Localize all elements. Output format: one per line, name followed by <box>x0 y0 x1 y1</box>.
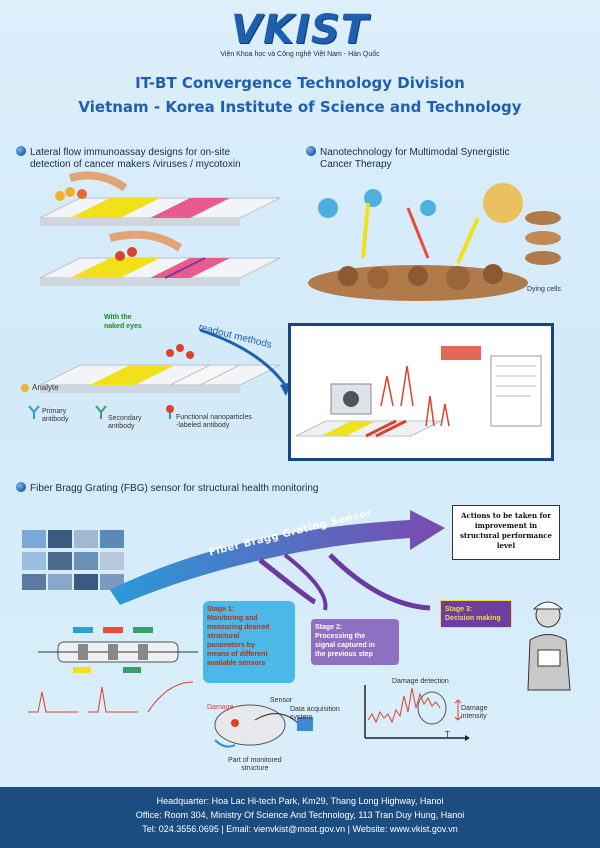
readout-methods-panel <box>288 323 554 461</box>
damage-label: Damage <box>207 704 234 711</box>
stage3-box: Stage 3: Decision making <box>440 600 512 628</box>
bullet-icon <box>16 482 26 492</box>
footer-contact: Tel: 024.3556.0695 | Email: vienvkist@mo… <box>142 824 458 834</box>
readout-instruments-illustration <box>295 346 542 438</box>
lateral-flow-strip-readout-illustration <box>39 344 281 393</box>
functional-nanoparticle-icon <box>166 405 174 419</box>
stage1-box: Stage 1: Monitoring and measuring desire… <box>203 601 295 683</box>
readout-arrow <box>199 328 292 396</box>
fbg-sensor-schematic <box>28 627 198 713</box>
footer-address-office: Office: Room 304, Ministry Of Science An… <box>135 810 465 820</box>
fbg-heading: Fiber Bragg Grating (FBG) sensor for str… <box>16 482 318 495</box>
primary-antibody-icon <box>28 405 40 419</box>
damage-sensor-illustration <box>214 704 313 748</box>
page-title: IT-BT Convergence Technology Division <box>135 74 465 92</box>
analyte-label: Analyte <box>32 383 59 392</box>
functional-nanoparticle-label: Functional nanoparticles-labeled antibod… <box>176 414 252 429</box>
logo: VKIST Viện Khoa học và Công nghệ Việt Na… <box>0 10 600 58</box>
lateral-flow-heading: Lateral flow immunoassay designs for on-… <box>16 146 241 171</box>
page-subtitle: Vietnam - Korea Institute of Science and… <box>78 98 522 116</box>
stage2-box: Stage 2: Processing the signal captured … <box>311 619 399 665</box>
nanotech-therapy-illustration <box>308 183 561 301</box>
logo-wordmark: VKIST <box>231 7 369 53</box>
lateral-flow-strips-illustration <box>39 171 281 286</box>
structures-photo-collage <box>22 530 124 590</box>
footer-address-hq: Headquarter: Hoa Lac Hi-tech Park, Km29,… <box>156 796 444 806</box>
dying-cells-label: Dying cells <box>527 286 561 293</box>
time-axis-label: T <box>445 730 450 739</box>
footer: Headquarter: Hoa Lac Hi-tech Park, Km29,… <box>0 787 600 848</box>
nanotech-heading: Nanotechnology for Multimodal Synergisti… <box>306 146 510 171</box>
damage-detection-chart <box>364 685 470 741</box>
engineer-figure <box>527 601 571 691</box>
secondary-antibody-icon <box>95 405 107 419</box>
fbg-big-arrow <box>110 510 445 611</box>
bullet-icon <box>16 146 26 156</box>
actions-box: Actions to be taken for improvement in s… <box>452 505 560 560</box>
logo-subtitle: Viện Khoa học và Công nghệ Việt Nam - Hà… <box>220 51 380 58</box>
sensor-label: Sensor <box>270 697 293 704</box>
analyte-icon <box>21 384 29 392</box>
damage-detection-label: Damage detection <box>392 678 449 685</box>
bullet-icon <box>306 146 316 156</box>
